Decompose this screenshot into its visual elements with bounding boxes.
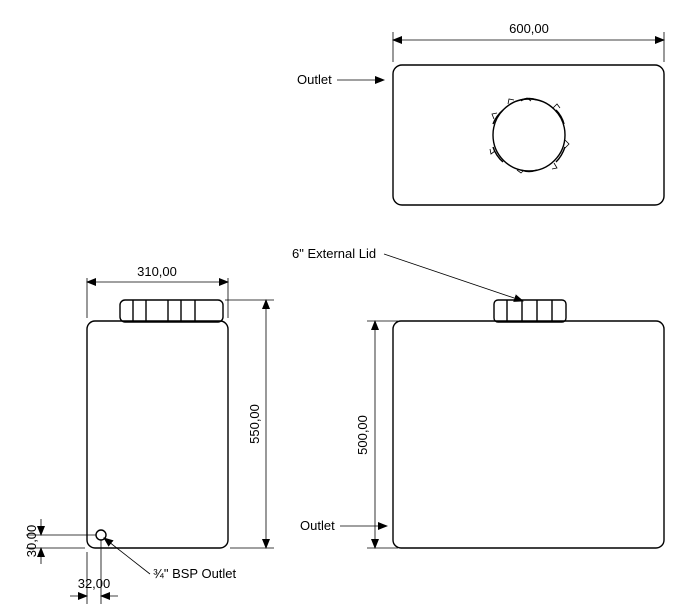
top-view: 600,00 Outlet bbox=[297, 21, 665, 206]
front-height-dimension: 500,00 bbox=[355, 415, 370, 455]
outlet-top-label: Outlet bbox=[297, 72, 332, 87]
side-view-outline bbox=[86, 320, 229, 549]
outlet-offset-dimension: 32,00 bbox=[78, 576, 111, 591]
external-lid-label: 6" External Lid bbox=[292, 246, 376, 261]
front-view: 500,00 6" External Lid Outlet bbox=[292, 246, 665, 549]
outlet-height-dimension: 30,00 bbox=[24, 525, 39, 558]
side-height-dimension: 550,00 bbox=[247, 404, 262, 444]
outlet-front-label: Outlet bbox=[300, 518, 335, 533]
front-cap-icon bbox=[493, 299, 567, 323]
top-view-outline bbox=[392, 64, 665, 206]
side-cap-icon bbox=[119, 299, 224, 323]
side-width-dimension: 310,00 bbox=[137, 264, 177, 279]
top-width-dimension: 600,00 bbox=[509, 21, 549, 36]
bsp-outlet-label: ¾" BSP Outlet bbox=[153, 566, 237, 581]
side-view: 310,00 550,00 30,00 32,00 ¾" BSP Outlet bbox=[24, 264, 274, 604]
front-view-outline bbox=[392, 320, 665, 549]
top-lid-icon bbox=[489, 97, 570, 174]
